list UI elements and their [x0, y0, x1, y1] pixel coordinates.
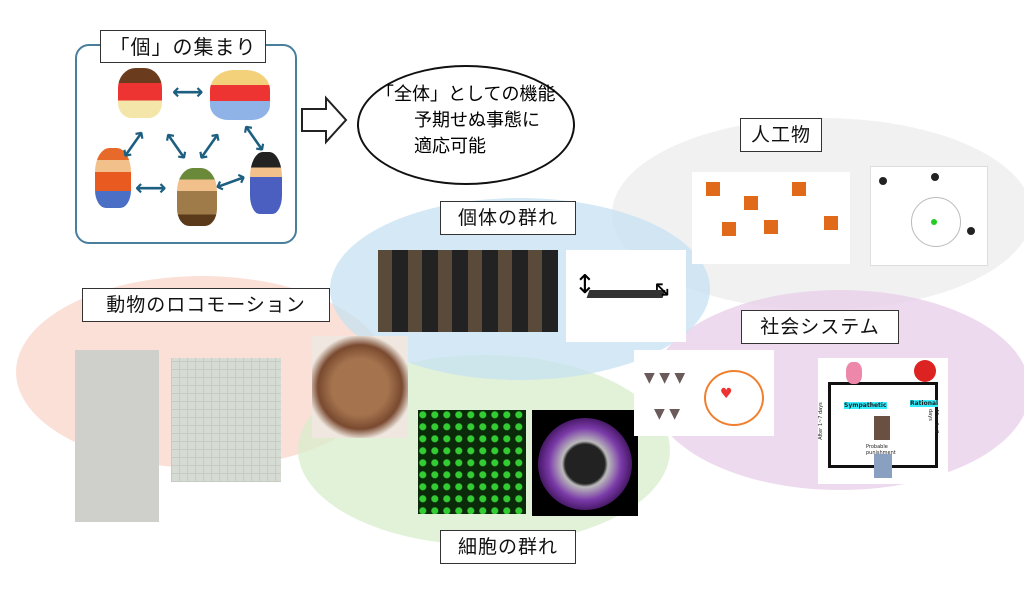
green-cells-microscopy — [418, 410, 526, 514]
robot-swarm-photo — [378, 250, 558, 332]
after-days-label-left: After 1~7 days — [818, 402, 824, 440]
particle-simulation-image — [870, 166, 988, 266]
kid-drawing-illustration — [118, 68, 162, 118]
table-tennis-illustration: ↕ ↕ — [566, 250, 686, 342]
punishment-label: Probable punishment — [866, 444, 896, 456]
after-days-label-right: After 1~7 days — [927, 409, 939, 434]
double-arrow-icon: ⟷ — [172, 80, 204, 105]
kid-scout-illustration — [177, 168, 217, 226]
bats-illustration: ▼ ▼ ▼ ▼ ▼ ♥ — [634, 350, 774, 436]
right-arrow-icon — [301, 95, 348, 145]
whole-function-ellipse — [357, 65, 575, 185]
individual-swarm-label: 個体の群れ — [440, 201, 576, 235]
whole-function-line-1: 「全体」としての機能 — [376, 84, 556, 105]
whole-function-line-2: 予期せぬ事態に — [414, 110, 540, 131]
cell-swarm-label: 細胞の群れ — [440, 530, 576, 564]
social-system-label: 社会システム — [741, 310, 899, 344]
modular-robots-image — [692, 172, 850, 264]
whole-function-line-3: 適応可能 — [414, 136, 486, 157]
kid-books-illustration — [250, 152, 282, 214]
animal-locomotion-label: 動物のロコモーション — [82, 288, 330, 322]
double-arrow-icon: ⟷ — [135, 176, 167, 201]
brittle-star-photo — [171, 358, 281, 482]
individuals-title: 「個」の集まり — [100, 30, 266, 63]
social-punishment-diagram: Sympathetic Rational Probable punishment… — [818, 358, 948, 484]
kid-jumping-illustration — [210, 70, 270, 120]
snake-robot-photo — [75, 350, 159, 522]
sympathetic-label: Sympathetic — [844, 402, 887, 409]
rational-label: Rational — [910, 400, 939, 407]
slime-mold-photo — [312, 336, 408, 438]
kid-raising-hand-illustration — [95, 148, 131, 208]
purple-colony-microscopy — [532, 410, 638, 516]
artifacts-label: 人工物 — [740, 118, 822, 152]
